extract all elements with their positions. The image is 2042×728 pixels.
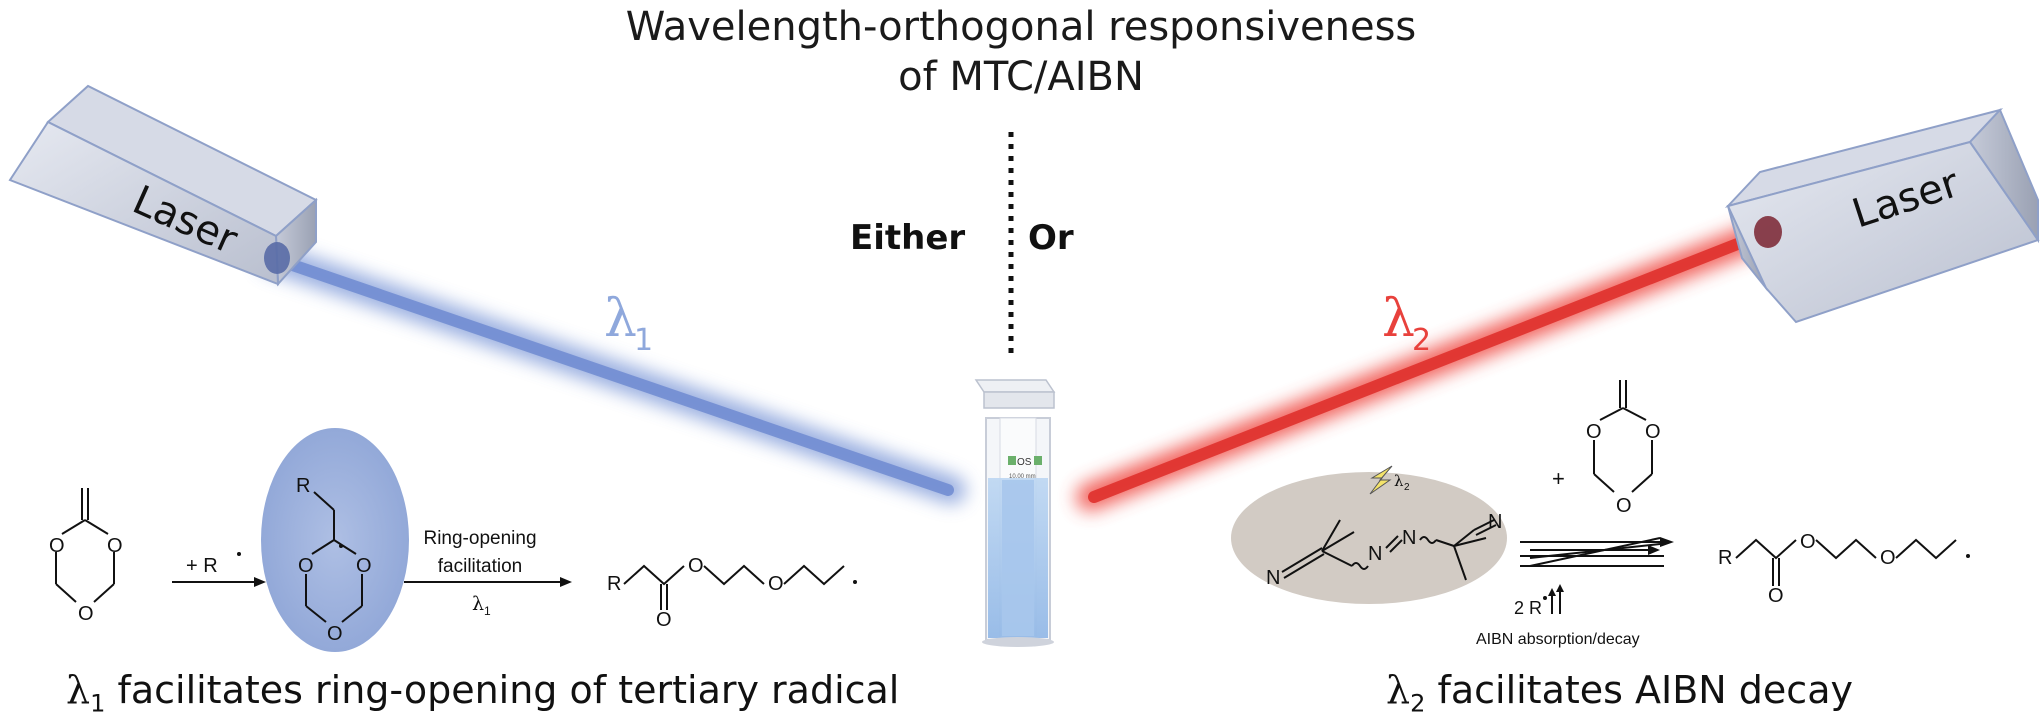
either-label: Either xyxy=(850,218,966,258)
aibn-azo-n-1: N xyxy=(1368,543,1382,565)
facilitation-label: facilitation xyxy=(438,556,523,577)
cuvette: OS 10.00 mm xyxy=(974,379,1056,647)
aibn-azo-n-2: N xyxy=(1402,527,1416,549)
mtc-oxygen-2: O xyxy=(107,535,123,557)
aibn-highlight xyxy=(1231,472,1507,604)
product-r-group-right: R xyxy=(1718,547,1732,569)
product-ether-oxygen-left: O xyxy=(768,573,784,595)
aibn-lambda2-symbol: λ xyxy=(1394,472,1404,490)
or-label: Or xyxy=(1028,218,1074,258)
right-laser-device xyxy=(1724,108,2040,324)
arrow-lambda1-symbol: λ xyxy=(472,593,484,615)
product-ether-oxygen-right: O xyxy=(1880,547,1896,569)
add-radical-label: + R xyxy=(186,555,218,577)
lambda2-symbol: λ xyxy=(1382,289,1415,349)
left-caption-subscript: 1 xyxy=(90,689,106,718)
right-caption-text: facilitates AIBN decay xyxy=(1425,668,1853,712)
intermediate-oxygen-1: O xyxy=(298,555,314,577)
left-caption-text: facilitates ring-opening of tertiary rad… xyxy=(105,668,900,712)
two-radicals-label: 2 R xyxy=(1514,598,1542,618)
intermediate-r-group: R xyxy=(296,475,310,497)
arrow-lambda1-sub: 1 xyxy=(484,604,491,618)
figure-title-line1: Wavelength-orthogonal responsiveness xyxy=(625,4,1417,50)
lambda1-subscript: 1 xyxy=(634,323,653,358)
intermediate-oxygen-3: O xyxy=(327,623,343,645)
cuvette-brand: OS xyxy=(1017,457,1032,468)
right-caption-lambda: λ xyxy=(1386,668,1411,712)
left-reaction-scheme: O O O + R R O O O Ring- xyxy=(49,428,857,652)
plus-sign: + xyxy=(1552,466,1565,491)
aibn-nitrile-n-left: N xyxy=(1266,567,1280,589)
mtc-oxygen-1: O xyxy=(49,535,65,557)
figure-title-line2: of MTC/AIBN xyxy=(898,54,1144,100)
lambda2-subscript: 2 xyxy=(1412,323,1431,358)
blue-laser-beam xyxy=(258,244,966,504)
right-reaction-scheme: λ 2 N N N N xyxy=(1231,380,1970,648)
right-mtc-oxygen-1: O xyxy=(1586,421,1602,443)
product-ester-oxygen-left: O xyxy=(688,555,704,577)
product-carbonyl-oxygen-right: O xyxy=(1768,585,1784,607)
right-mtc-oxygen-2: O xyxy=(1645,421,1661,443)
left-laser-device xyxy=(8,84,318,287)
mtc-monomer-structure-right xyxy=(1593,380,1653,493)
red-laser-beam xyxy=(1076,218,1782,511)
ring-opening-label: Ring-opening xyxy=(423,528,536,549)
product-carbonyl-oxygen-left: O xyxy=(656,609,672,631)
cuvette-path-length: 10.00 mm xyxy=(1009,474,1036,480)
aibn-absorption-label: AIBN absorption/decay xyxy=(1476,631,1640,648)
product-ester-oxygen-right: O xyxy=(1800,531,1816,553)
mtc-oxygen-3: O xyxy=(78,603,94,625)
product-r-group-left: R xyxy=(607,573,621,595)
aibn-lambda2-sub: 2 xyxy=(1404,482,1410,493)
aibn-nitrile-n-right: N xyxy=(1488,511,1502,533)
right-caption: λ2 facilitates AIBN decay xyxy=(1386,668,1853,718)
left-caption-lambda: λ xyxy=(66,668,91,712)
lambda1-symbol: λ xyxy=(604,289,637,349)
intermediate-oxygen-2: O xyxy=(356,555,372,577)
right-mtc-oxygen-3: O xyxy=(1616,495,1632,517)
right-caption-subscript: 2 xyxy=(1410,689,1426,718)
left-caption: λ1 facilitates ring-opening of tertiary … xyxy=(66,668,899,718)
mtc-monomer-structure xyxy=(55,488,115,603)
